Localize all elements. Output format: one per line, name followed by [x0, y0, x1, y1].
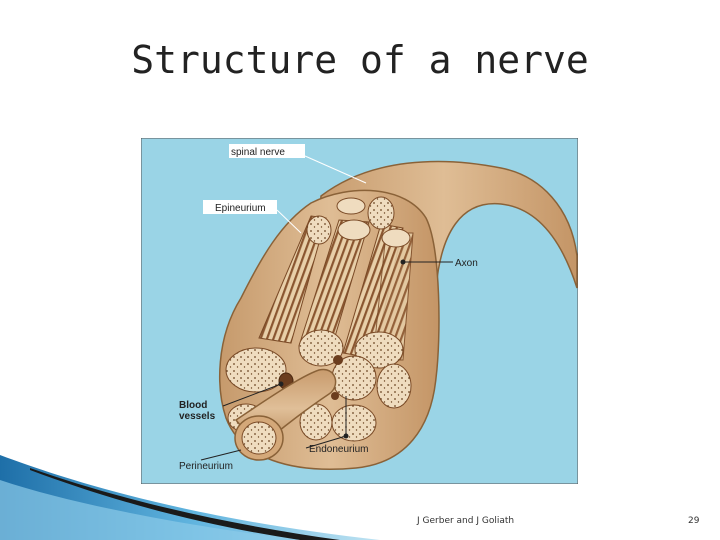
blood-vessel: [331, 392, 339, 400]
label-tag-epineurium: [203, 200, 277, 214]
leader-dot-axon: [400, 259, 406, 265]
fascicle-dots: [377, 364, 411, 408]
leader-line-endoneurium: [305, 435, 347, 449]
leader-dot-blood-vessels: [278, 381, 284, 387]
label-axon: Axon: [455, 258, 478, 269]
label-spinal-nerve: spinal nerve: [231, 147, 285, 158]
swoosh-light: [0, 480, 300, 540]
leader-line-spinal-nerve: [304, 155, 367, 184]
leader-line-epineurium: [276, 209, 302, 234]
label-perineurium: Perineurium: [179, 461, 233, 472]
fascicle-dots: [368, 197, 394, 229]
leader-line-perineurium: [200, 449, 242, 461]
nerve-diagram: spinal nerve Epineurium Axon Blood vesse…: [141, 138, 578, 484]
fascicle-cross-section: [337, 219, 371, 241]
label-blood-vessels-line1: Blood: [179, 400, 207, 411]
label-endoneurium: Endoneurium: [309, 444, 368, 455]
fascicle-dots: [355, 332, 403, 368]
slide-title: Structure of a nerve: [131, 38, 589, 82]
fascicle-dots: [226, 348, 286, 392]
label-tag-spinal-nerve: [229, 144, 305, 158]
leader-line-blood-vessels: [222, 383, 282, 407]
fascicle-dots: [332, 356, 376, 400]
perineurium-fascicle-dots: [242, 422, 276, 454]
fascicle-cross-section: [381, 228, 411, 248]
label-epineurium: Epineurium: [215, 203, 266, 214]
fascicle-dots: [307, 216, 331, 244]
footer-authors: J Gerber and J Goliath: [417, 516, 515, 526]
decorative-swoosh: [0, 455, 380, 540]
slide-number: 29: [688, 516, 700, 526]
fascicle-dots: [332, 405, 376, 441]
fascicle-dots: [299, 330, 343, 366]
blood-vessel: [333, 355, 343, 365]
fascicle-cross-section: [336, 197, 366, 215]
label-blood-vessels-line2: vessels: [179, 411, 216, 422]
fascicle-dots: [300, 404, 332, 440]
